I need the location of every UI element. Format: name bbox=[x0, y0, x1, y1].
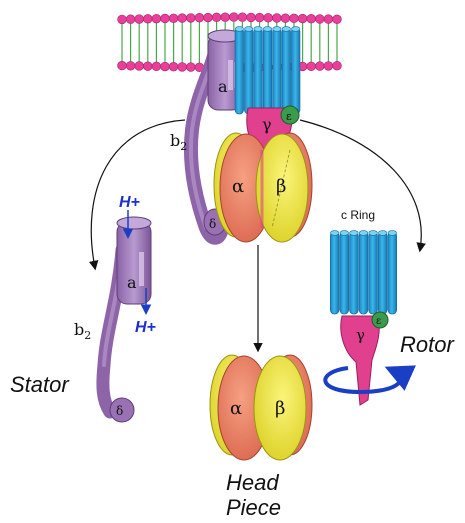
c-subunit-cylinder bbox=[359, 232, 368, 314]
lipid-head bbox=[315, 62, 324, 71]
lipid-head bbox=[152, 62, 161, 71]
arrow-to-rotor bbox=[300, 120, 421, 250]
c-subunit-top bbox=[235, 27, 243, 32]
c-subunit-cylinder bbox=[388, 232, 397, 314]
lipid-head bbox=[135, 62, 144, 71]
lipid-head bbox=[247, 13, 256, 22]
c-subunit-top bbox=[388, 231, 397, 236]
lipid-head bbox=[324, 61, 333, 70]
c-subunit-cylinder bbox=[292, 28, 300, 114]
lipid-head bbox=[229, 13, 238, 22]
lipid-head bbox=[152, 14, 161, 23]
lipid-head bbox=[324, 15, 333, 24]
c-subunit-top bbox=[292, 27, 300, 32]
atp-synthase-complete bbox=[191, 27, 312, 242]
c-subunit-top bbox=[282, 27, 290, 32]
c-subunit-top bbox=[245, 27, 253, 32]
c-subunit-cylinder bbox=[282, 28, 290, 114]
lipid-head bbox=[238, 13, 247, 22]
c-subunit-cylinder bbox=[340, 232, 349, 314]
lipid-head bbox=[281, 14, 290, 23]
lipid-head bbox=[212, 13, 221, 22]
lipid-head bbox=[195, 13, 204, 22]
label-alpha-top: α bbox=[232, 176, 244, 197]
lipid-head bbox=[333, 61, 342, 70]
label-delta-stator: δ bbox=[116, 404, 123, 418]
label-epsilon-rotor: ε bbox=[376, 316, 381, 327]
lipid-head bbox=[143, 14, 152, 23]
lipid-head bbox=[169, 14, 178, 23]
c-subunit-top bbox=[369, 231, 378, 236]
rotor-assembly bbox=[325, 231, 400, 405]
c-subunit-cylinder bbox=[235, 28, 243, 114]
alpha-beta-hexamer bbox=[214, 133, 312, 242]
label-h-out: H+ bbox=[135, 319, 156, 336]
label-a-stator: a bbox=[127, 273, 137, 292]
c-subunit-cylinder bbox=[273, 28, 281, 114]
c-subunit-top bbox=[273, 27, 281, 32]
c-subunit-top bbox=[263, 27, 271, 32]
lipid-head bbox=[178, 14, 187, 23]
lipid-head bbox=[333, 15, 342, 24]
stator-assembly bbox=[103, 210, 151, 422]
lipid-head bbox=[118, 15, 127, 24]
label-stator: Stator bbox=[10, 372, 70, 397]
label-alpha-head: α bbox=[230, 398, 242, 419]
lipid-head bbox=[186, 13, 195, 22]
lipid-head bbox=[307, 14, 316, 23]
c-subunit-top bbox=[340, 231, 349, 236]
label-beta-top: β bbox=[276, 176, 286, 197]
c-subunit-top bbox=[330, 231, 339, 236]
lipid-head bbox=[307, 62, 316, 71]
lipid-head bbox=[169, 62, 178, 71]
label-beta-head: β bbox=[275, 398, 285, 419]
lipid-head bbox=[298, 14, 307, 23]
lipid-head bbox=[178, 63, 187, 72]
lipid-head bbox=[221, 13, 230, 22]
lipid-head bbox=[126, 15, 135, 24]
label-piece: Piece bbox=[226, 495, 281, 520]
label-c-ring: c Ring bbox=[341, 208, 375, 222]
c-subunit-top bbox=[378, 231, 387, 236]
lipid-head bbox=[118, 61, 127, 70]
c-subunit-top bbox=[350, 231, 359, 236]
lipid-head bbox=[161, 62, 170, 71]
lipid-head bbox=[255, 13, 264, 22]
c-subunit-cylinder bbox=[369, 232, 378, 314]
lipid-head bbox=[315, 15, 324, 24]
label-epsilon-top: ε bbox=[286, 110, 292, 123]
c-subunit-top bbox=[359, 231, 368, 236]
lipid-head bbox=[161, 14, 170, 23]
c-ring-top bbox=[235, 27, 300, 114]
c-subunit-cylinder bbox=[378, 232, 387, 314]
label-h-in: H+ bbox=[119, 194, 140, 211]
c-subunit-top bbox=[254, 27, 262, 32]
lipid-head bbox=[204, 13, 213, 22]
c-subunit-cylinder bbox=[245, 28, 253, 114]
c-subunit-cylinder bbox=[330, 232, 339, 314]
lipid-head bbox=[135, 15, 144, 24]
lipid-head bbox=[143, 62, 152, 71]
label-delta-top: δ bbox=[209, 217, 216, 231]
label-gamma-rotor: γ bbox=[356, 326, 365, 344]
label-a-top: a bbox=[218, 77, 228, 96]
lipid-head bbox=[264, 13, 273, 22]
label-gamma-top: γ bbox=[262, 115, 272, 134]
label-rotor: Rotor bbox=[400, 332, 455, 357]
c-subunit-cylinder bbox=[263, 28, 271, 114]
label-head: Head bbox=[226, 470, 279, 495]
lipid-head bbox=[272, 14, 281, 23]
head-piece bbox=[210, 355, 312, 460]
c-subunit-cylinder bbox=[254, 28, 262, 114]
c-ring-rotor bbox=[330, 231, 396, 314]
lipid-head bbox=[290, 14, 299, 23]
lipid-head bbox=[126, 61, 135, 70]
c-subunit-cylinder bbox=[350, 232, 359, 314]
label-b2-stator: b2 bbox=[74, 320, 91, 342]
lipid-head bbox=[186, 63, 195, 72]
